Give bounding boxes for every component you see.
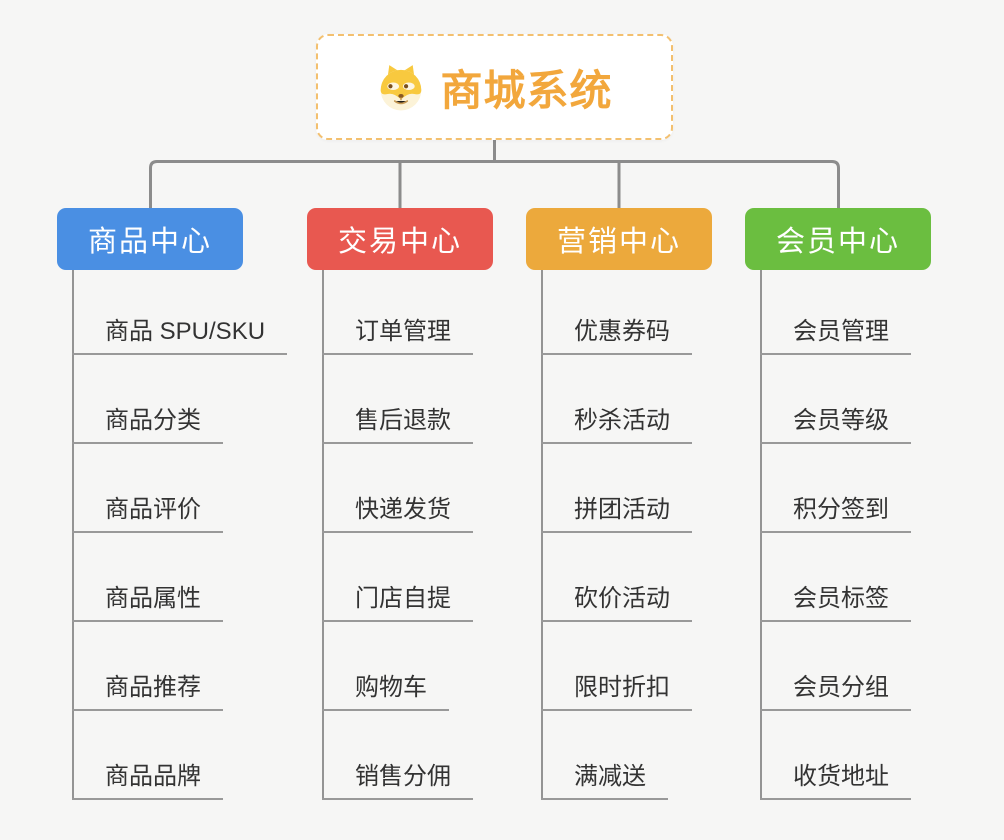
sub-topic[interactable]: 秒杀活动 [541,355,692,444]
sub-topic[interactable]: 快递发货 [322,444,473,533]
sub-topic[interactable]: 会员标签 [760,533,911,622]
branch-trunk-line [72,270,74,800]
sub-topic[interactable]: 商品 SPU/SKU [72,266,288,355]
sub-topic[interactable]: 订单管理 [322,266,473,355]
sub-topic[interactable]: 积分签到 [760,444,911,533]
sub-topic[interactable]: 满减送 [541,711,668,800]
sub-topic-list-trade: 订单管理 售后退款 快递发货 门店自提 购物车 销售分佣 [322,266,473,800]
root-topic[interactable]: 商城系统 [316,34,673,140]
sub-topic[interactable]: 收货地址 [760,711,911,800]
branch-trunk-line [760,270,762,800]
branch-topic-member-center[interactable]: 会员中心 [745,208,931,270]
dog-face-icon [376,62,426,112]
branch-topic-product-center[interactable]: 商品中心 [57,208,243,270]
sub-topic[interactable]: 商品分类 [72,355,223,444]
root-topic-title: 商城系统 [440,66,613,114]
branch-topic-trade-center[interactable]: 交易中心 [307,208,493,270]
sub-topic[interactable]: 购物车 [322,622,449,711]
sub-topic-list-marketing: 优惠券码 秒杀活动 拼团活动 砍价活动 限时折扣 满减送 [541,266,692,800]
sub-topic[interactable]: 会员等级 [760,355,911,444]
sub-topic[interactable]: 限时折扣 [541,622,692,711]
sub-topic[interactable]: 砍价活动 [541,533,692,622]
sub-topic[interactable]: 商品属性 [72,533,223,622]
sub-topic[interactable]: 商品评价 [72,444,223,533]
branch-trunk-line [322,270,324,800]
sub-topic[interactable]: 门店自提 [322,533,473,622]
sub-topic[interactable]: 会员管理 [760,266,911,355]
sub-topic[interactable]: 商品品牌 [72,711,223,800]
branch-trunk-line [541,270,543,800]
sub-topic[interactable]: 售后退款 [322,355,473,444]
sub-topic[interactable]: 优惠券码 [541,266,692,355]
sub-topic[interactable]: 销售分佣 [322,711,473,800]
sub-topic[interactable]: 拼团活动 [541,444,692,533]
branch-topic-marketing-center[interactable]: 营销中心 [526,208,712,270]
sub-topic-list-product: 商品 SPU/SKU 商品分类 商品评价 商品属性 商品推荐 商品品牌 [72,266,288,800]
sub-topic-list-member: 会员管理 会员等级 积分签到 会员标签 会员分组 收货地址 [760,266,911,800]
sub-topic[interactable]: 会员分组 [760,622,911,711]
sub-topic[interactable]: 商品推荐 [72,622,223,711]
